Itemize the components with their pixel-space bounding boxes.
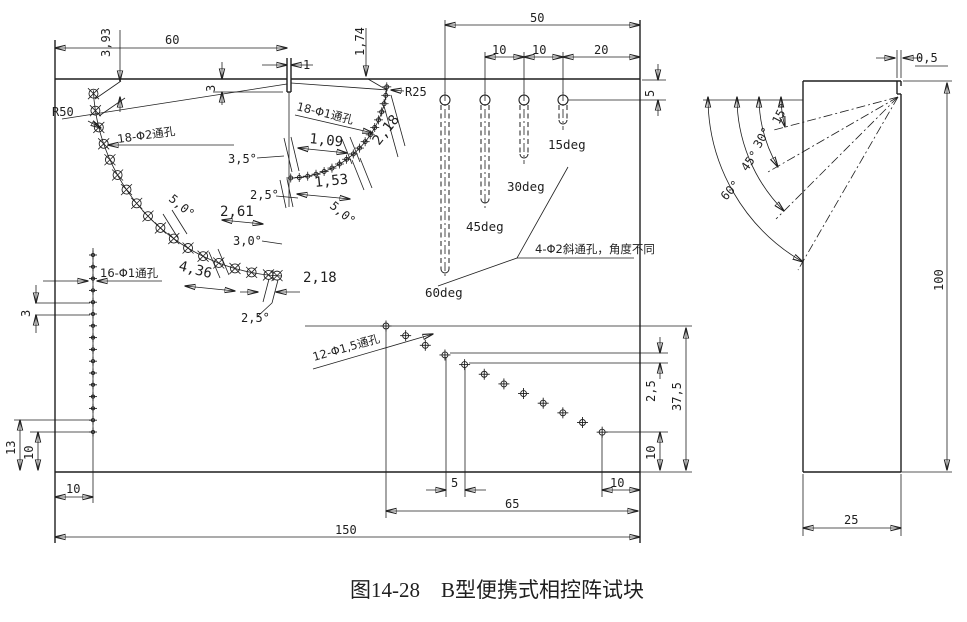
dim-60-label: 60 [165, 33, 179, 47]
dim-25-label: 25 [844, 513, 858, 527]
chord-4-36-label: 4,36 [177, 258, 214, 282]
dim-5-top-label: 5 [643, 90, 657, 97]
outer-arc-holes [87, 87, 283, 282]
dim-10-vert-label: 10 [644, 446, 658, 460]
slot-60deg-label: 60deg [425, 285, 463, 300]
left-column-holes-label: 16-Φ1通孔 [100, 266, 159, 280]
dim-100-label: 100 [932, 269, 946, 291]
chord-1-53-label: 1,53 [314, 172, 349, 191]
inner-arc-holes-label: 18-Φ1通孔 [295, 99, 355, 127]
chord-2-18-outer-label: 2,18 [303, 270, 337, 286]
angle-60-side-label: 60° [718, 178, 743, 203]
main-view-outline [54, 20, 641, 543]
angled-slots [439, 92, 569, 279]
dim-slot-width-label: 1 [303, 58, 310, 72]
angle-5-0-outer-label: 5,0° [166, 192, 197, 221]
slot-15deg-label: 15deg [548, 137, 586, 152]
dim-3-column-label: 3 [19, 310, 33, 317]
slot-30deg-label: 30deg [507, 179, 545, 194]
angle-3-0-label: 3,0° [233, 234, 262, 248]
angle-3-5-label: 3,5° [228, 152, 257, 166]
inner-arc-holes [286, 82, 392, 183]
dim-37-5-label: 37,5 [670, 382, 684, 411]
angle-45-side-label: 45° [738, 148, 762, 174]
angle-5-0-inner-label: 5,0° [327, 199, 358, 228]
dim-2-5-vert-label: 2,5 [644, 380, 658, 402]
outer-arc-holes-label: 18-Φ2通孔 [116, 124, 176, 146]
angle-2-5-lower-label: 2,5° [241, 311, 270, 325]
dim-5-bottom-label: 5 [451, 476, 458, 490]
chord-2-61-label: 2,61 [220, 204, 254, 220]
angle-30-side-label: 30° [750, 125, 773, 151]
dim-150-label: 150 [335, 523, 357, 537]
dim-10-bottom-right-label: 10 [610, 476, 624, 490]
radius-r50-label: R50 [52, 105, 74, 119]
dim-20-label: 20 [594, 43, 608, 57]
side-view [703, 50, 952, 536]
angle-15-side-label: 15° [769, 101, 792, 127]
dim-1-74-label: 1,74 [353, 27, 367, 56]
dim-13-label: 13 [4, 441, 18, 455]
dim-10-left-label: 10 [22, 446, 36, 460]
dim-0-5-label: 0,5 [916, 51, 938, 65]
angled-holes-note: 4-Φ2斜通孔，角度不同 [535, 242, 655, 256]
dim-10a-label: 10 [492, 43, 506, 57]
slot-45deg-label: 45deg [466, 219, 504, 234]
diagonal-holes [380, 320, 608, 438]
dim-50-label: 50 [530, 11, 544, 25]
dim-10b-label: 10 [532, 43, 546, 57]
dimension-lines [14, 20, 692, 537]
labels: 60 3,93 1 3 1,74 R50 R25 18-Φ2通孔 18-Φ1通孔… [4, 11, 946, 602]
chord-1-09-label: 1,09 [309, 131, 344, 150]
dim-slot-depth-label: 3 [204, 85, 218, 92]
dim-10-bottom-left-label: 10 [66, 482, 80, 496]
figure-caption: 图14-28 B型便携式相控阵试块 [350, 578, 644, 602]
dim-3-93-label: 3,93 [99, 28, 113, 57]
radius-r25-label: R25 [405, 85, 427, 99]
angle-2-5-upper-label: 2,5° [250, 188, 279, 202]
dim-65-label: 65 [505, 497, 519, 511]
